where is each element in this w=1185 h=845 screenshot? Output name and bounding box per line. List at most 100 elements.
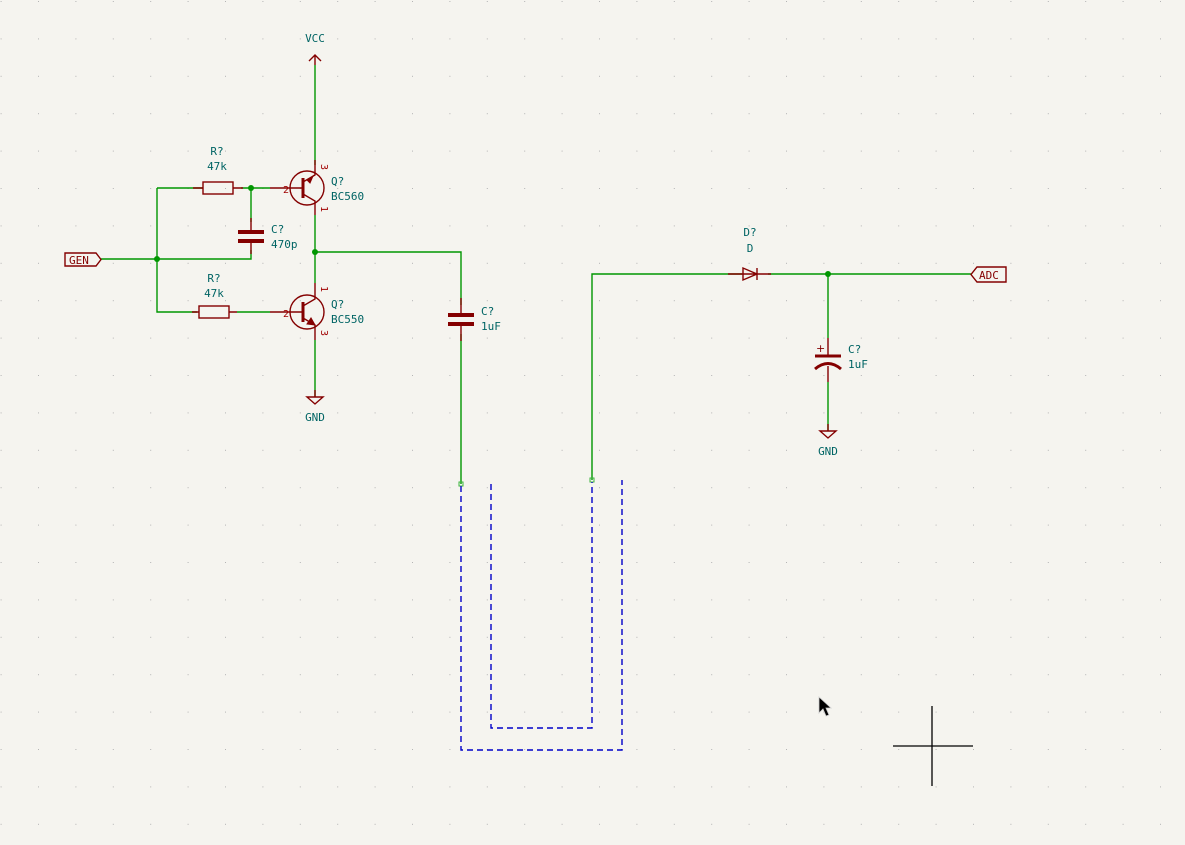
grid-dot	[225, 786, 226, 788]
resistor-top[interactable]: R? 47k	[193, 145, 243, 195]
grid-dot	[449, 75, 451, 77]
grid-dot	[599, 113, 600, 115]
c-470p-value: 470p	[271, 238, 298, 251]
grid-dot	[1085, 487, 1087, 489]
grid-dot	[38, 300, 39, 302]
grid-dot	[112, 449, 114, 451]
grid-dot	[150, 786, 152, 788]
grid-dot	[599, 375, 600, 376]
grid-dot	[973, 113, 974, 115]
wires[interactable]	[101, 65, 971, 484]
grid-dot	[112, 674, 114, 676]
grid-dot	[973, 38, 974, 40]
grid-dot	[374, 636, 376, 638]
grid-dot	[486, 375, 488, 376]
grid-dot	[225, 75, 226, 77]
grid-dot	[636, 487, 638, 489]
grid-dot	[187, 823, 189, 825]
grid-dot	[449, 225, 451, 227]
grid-dot	[636, 449, 638, 451]
grid-dot	[561, 562, 563, 563]
grid-dot	[486, 225, 488, 227]
transistor-bc560[interactable]: 3 2 1 Q? BC560	[270, 160, 364, 215]
grid-dot	[1085, 412, 1087, 414]
diode[interactable]: D? D	[728, 226, 771, 282]
gnd-power-symbol-2[interactable]: GND	[818, 424, 838, 458]
grid-dot	[374, 225, 376, 227]
grid-dot	[1160, 262, 1161, 264]
grid-dot	[374, 412, 376, 414]
grid-dot	[1047, 225, 1049, 227]
grid-dot	[337, 225, 339, 227]
grid-dot	[935, 262, 937, 264]
grid-dot	[748, 75, 750, 77]
grid-dot	[112, 75, 114, 77]
grid-dot	[748, 225, 750, 227]
grid-dot	[0, 599, 2, 601]
grid-dot	[1160, 786, 1161, 788]
grid-dot	[935, 113, 937, 115]
grid-dot	[860, 599, 862, 601]
grid-dot	[935, 711, 937, 713]
adc-global-label[interactable]: ADC	[970, 266, 1007, 283]
grid-dot	[299, 375, 301, 376]
grid-dot	[1085, 449, 1087, 451]
grid-dot	[112, 711, 114, 713]
grid-dot	[711, 150, 713, 152]
grid-dot	[374, 1, 376, 2]
grid-dot	[599, 786, 600, 788]
grid-dot	[1160, 412, 1161, 414]
grid-dot	[823, 300, 825, 302]
grid-dot	[112, 38, 114, 40]
vcc-power-symbol[interactable]: VCC	[305, 32, 325, 65]
grid-dot	[75, 262, 77, 264]
grid-dot	[599, 599, 600, 601]
gnd-power-symbol[interactable]: GND	[305, 390, 325, 424]
grid-dot	[449, 636, 451, 638]
grid-dot	[1047, 75, 1049, 77]
grid-dot	[0, 150, 2, 152]
grid-dot	[75, 225, 77, 227]
r-bottom-ref: R?	[207, 272, 220, 285]
grid-dot	[486, 599, 488, 601]
capacitor-coupling-1uf[interactable]: C? 1uF	[448, 298, 501, 341]
grid-dot	[823, 786, 825, 788]
grid-dot	[1085, 1, 1087, 2]
grid-dot	[935, 562, 937, 563]
grid-dot	[262, 150, 264, 152]
grid-dot	[973, 674, 974, 676]
grid-dot	[935, 524, 937, 526]
grid-dot	[0, 113, 2, 115]
grid-dot	[935, 300, 937, 302]
gen-global-label[interactable]: GEN	[64, 252, 102, 267]
grid-dot	[1160, 674, 1161, 676]
grid-dot	[673, 449, 675, 451]
grid-dot	[38, 823, 39, 825]
grid-dot	[786, 225, 787, 227]
resistor-bottom[interactable]: R? 47k	[192, 272, 237, 319]
grid-dot	[412, 75, 413, 77]
grid-dot	[673, 225, 675, 227]
grid-dot	[299, 599, 301, 601]
grid-dot	[412, 337, 413, 339]
grid-dot	[973, 75, 974, 77]
wire-endpoints[interactable]	[458, 477, 595, 487]
transistor-bc550[interactable]: 1 2 3 Q? BC550	[270, 283, 364, 340]
grid-dot	[1122, 1, 1124, 2]
grid-dot	[1047, 786, 1049, 788]
grid-dot	[412, 188, 413, 189]
capacitor-470p[interactable]: C? 470p	[238, 218, 298, 254]
grid-dot	[1047, 1, 1049, 2]
grid-dot	[1160, 300, 1161, 302]
grid-dot	[262, 636, 264, 638]
dashed-graphic-lines[interactable]	[460, 480, 623, 751]
capacitor-electrolytic-1uf[interactable]: + C? 1uF	[814, 338, 868, 382]
grid-dot	[1122, 225, 1124, 227]
grid-dot	[711, 636, 713, 638]
grid-dot	[0, 449, 2, 451]
grid-dot	[561, 375, 563, 376]
grid-dot	[673, 487, 675, 489]
grid-dot	[1085, 711, 1087, 713]
grid-dot	[860, 636, 862, 638]
